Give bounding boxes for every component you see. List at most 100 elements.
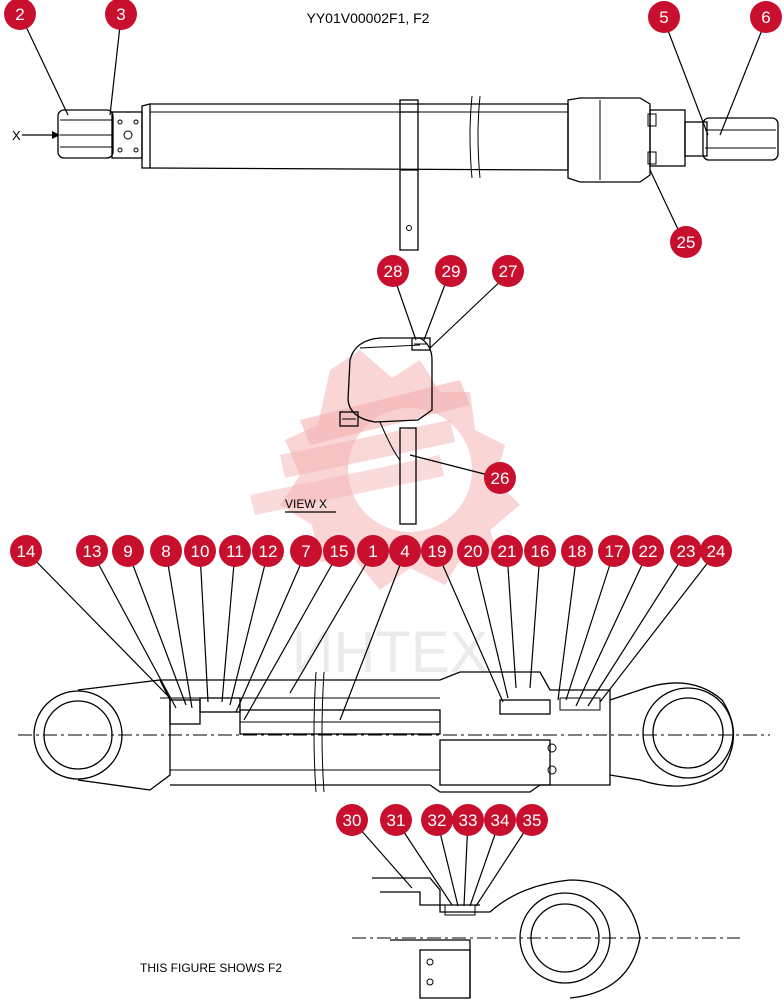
callout-10-circle (184, 535, 216, 567)
callout-1-label: 1 (368, 542, 377, 561)
callout-8-circle (150, 535, 182, 567)
callout-19-label: 19 (428, 542, 447, 561)
callout-11-circle (219, 535, 251, 567)
callout-35[interactable]: 35 (516, 804, 548, 836)
callout-4-circle (389, 535, 421, 567)
callout-13[interactable]: 13 (76, 535, 108, 567)
callout-5-label: 5 (659, 8, 668, 27)
callout-14-label: 14 (17, 542, 36, 561)
callout-25-circle (670, 226, 702, 258)
callout-23[interactable]: 23 (670, 535, 702, 567)
callout-19[interactable]: 19 (421, 535, 453, 567)
callout-21[interactable]: 21 (491, 535, 523, 567)
callout-22-circle (632, 535, 664, 567)
callout-13-label: 13 (83, 542, 102, 561)
view-x-detail: VIEW X (285, 337, 433, 525)
callout-19-circle (421, 535, 453, 567)
callout-32-circle (421, 804, 453, 836)
callout-12-label: 12 (259, 542, 278, 561)
callout-2-label: 2 (15, 5, 24, 24)
callout-5-circle (648, 1, 680, 33)
cylinder-exterior-view: X (12, 95, 779, 251)
callout-20-circle (457, 535, 489, 567)
callout-23-label: 23 (677, 542, 696, 561)
callout-7-label: 7 (301, 542, 310, 561)
callout-30[interactable]: 30 (336, 804, 368, 836)
callout-28[interactable]: 28 (377, 255, 409, 287)
callout-34-label: 34 (491, 811, 510, 830)
callout-33-circle (452, 804, 484, 836)
callout-26-circle (484, 462, 516, 494)
callout-29[interactable]: 29 (435, 255, 467, 287)
callout-31[interactable]: 31 (380, 804, 412, 836)
callout-15[interactable]: 15 (323, 535, 355, 567)
callout-18-label: 18 (568, 542, 587, 561)
watermark: ИНТЕХ (250, 350, 520, 685)
callout-9-label: 9 (123, 542, 132, 561)
callout-6-circle (750, 1, 782, 33)
callout-14[interactable]: 14 (10, 535, 42, 567)
callout-28-circle (377, 255, 409, 287)
callout-5[interactable]: 5 (648, 1, 680, 33)
callout-17[interactable]: 17 (598, 535, 630, 567)
callout-34[interactable]: 34 (484, 804, 516, 836)
callout-20-label: 20 (464, 542, 483, 561)
callout-4-label: 4 (400, 542, 409, 561)
callout-7-circle (290, 535, 322, 567)
callout-27[interactable]: 27 (492, 255, 524, 287)
callout-18[interactable]: 18 (561, 535, 593, 567)
callout-27-label: 27 (499, 262, 518, 281)
callout-31-circle (380, 804, 412, 836)
f2-detail-view: THIS FIGURE SHOWS F2 (140, 877, 740, 999)
callout-11[interactable]: 11 (219, 535, 251, 567)
callout-30-circle (336, 804, 368, 836)
callout-22[interactable]: 22 (632, 535, 664, 567)
callout-17-label: 17 (605, 542, 624, 561)
callout-35-label: 35 (523, 811, 542, 830)
callout-26[interactable]: 26 (484, 462, 516, 494)
callout-29-circle (435, 255, 467, 287)
callout-14-circle (10, 535, 42, 567)
view-caption: VIEW X (285, 497, 327, 511)
callout-12[interactable]: 12 (252, 535, 284, 567)
callout-27-circle (492, 255, 524, 287)
callout-16[interactable]: 16 (524, 535, 556, 567)
callout-24[interactable]: 24 (700, 535, 732, 567)
callout-18-circle (561, 535, 593, 567)
callout-2-circle (4, 0, 36, 30)
callout-9[interactable]: 9 (112, 535, 144, 567)
figure-note: THIS FIGURE SHOWS F2 (140, 961, 282, 975)
callout-6[interactable]: 6 (750, 1, 782, 33)
callout-11-label: 11 (226, 542, 244, 561)
callout-10[interactable]: 10 (184, 535, 216, 567)
callout-33[interactable]: 33 (452, 804, 484, 836)
callout-35-circle (516, 804, 548, 836)
callout-28-label: 28 (384, 262, 403, 281)
callout-32[interactable]: 32 (421, 804, 453, 836)
callout-31-label: 31 (387, 811, 406, 830)
cylinder-section-view (18, 671, 770, 793)
callout-34-circle (484, 804, 516, 836)
callout-32-label: 32 (428, 811, 447, 830)
callout-1-circle (357, 535, 389, 567)
callout-24-circle (700, 535, 732, 567)
callout-10-label: 10 (191, 542, 210, 561)
callout-25-label: 25 (677, 233, 696, 252)
callout-26-label: 26 (491, 469, 510, 488)
callout-20[interactable]: 20 (457, 535, 489, 567)
callout-13-circle (76, 535, 108, 567)
callout-12-circle (252, 535, 284, 567)
callout-1[interactable]: 1 (357, 535, 389, 567)
callout-2[interactable]: 2 (4, 0, 36, 30)
callout-7[interactable]: 7 (290, 535, 322, 567)
callout-8[interactable]: 8 (150, 535, 182, 567)
callout-22-label: 22 (639, 542, 658, 561)
watermark-brand: ИНТЕХ (292, 620, 488, 685)
callout-4[interactable]: 4 (389, 535, 421, 567)
callout-21-label: 21 (498, 542, 517, 561)
callout-3[interactable]: 3 (105, 0, 137, 30)
drawing-code: YY01V00002F1, F2 (307, 10, 430, 26)
view-arrow-label: X (12, 128, 21, 143)
callout-25[interactable]: 25 (670, 226, 702, 258)
